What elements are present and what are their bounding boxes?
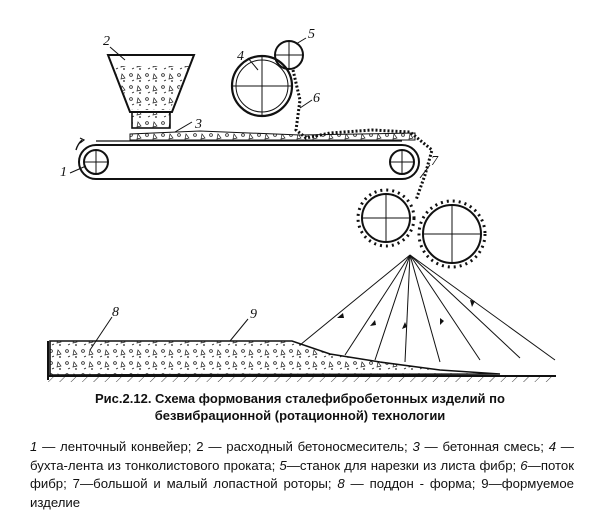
concrete-mix-layer [129,130,416,141]
label-6: 6 [313,91,320,106]
legend-num-1: 1 [30,439,38,454]
legend-num-4: 4 [548,439,557,454]
legend-text-5: —станок для нарезки из листа фибр; [286,457,521,473]
caption-line-1: Рис.2.12. Схема формования сталефибробет… [95,391,505,406]
legend-text-9: —формуемое изделие [30,476,575,510]
small-rotor [417,199,487,269]
label-7: 7 [431,154,439,169]
legend-num-3: 3 [412,439,420,454]
legend-text-7: —большой и малый лопастной роторы; [79,476,338,491]
pallet-form [47,341,556,382]
legend-text-4: —бухта-лента из тонколистового проката; [30,439,574,473]
legend-num-9: 9 [481,476,489,491]
legend-text-2: — расходный бетоносмеситель; [203,439,413,454]
process-diagram: 2 3 4 5 6 7 1 8 9 [47,27,556,382]
legend-num-7: 7 [72,476,80,491]
label-4: 4 [237,49,244,64]
fiber-cutter [274,40,304,70]
legend-text-1: — ленточный конвейер; [37,439,197,454]
label-8: 8 [112,305,119,320]
caption-line-2: безвибрационной (ротационной) технологии [154,408,446,423]
legend-text-8: — поддон - форма; [344,476,482,491]
label-3: 3 [194,117,202,132]
fiber-stream [291,69,434,201]
large-rotor [356,188,416,248]
spray-fan [299,254,556,363]
label-9: 9 [250,307,257,322]
flow-arrows [337,300,475,329]
label-1: 1 [60,165,67,180]
legend-num-2: 2 [196,439,204,454]
legend-num-5: 5 [279,457,287,473]
legend-text-6: —поток фибр; [30,457,574,492]
legend-text-3: — бетонная смесь; [419,439,549,454]
formed-product [49,340,501,376]
leader-lines [69,37,431,351]
concrete-mixer [106,54,196,129]
label-2: 2 [103,34,110,49]
steel-strip-coil [230,54,294,118]
legend-num-6: 6 [520,457,528,473]
figure-legend: 1 — ленточный конвейер; 2 — расходный бе… [30,438,574,512]
label-5: 5 [308,27,315,42]
belt-conveyor [75,137,420,180]
legend-num-8: 8 [337,476,345,491]
figure-caption: Рис.2.12. Схема формования сталефибробет… [40,390,560,424]
